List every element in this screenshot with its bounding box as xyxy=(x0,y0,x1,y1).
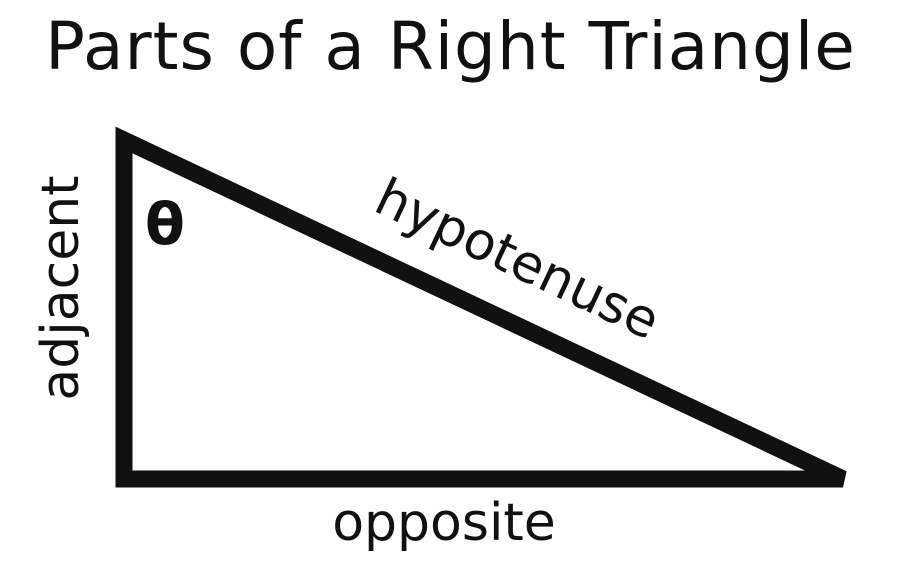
adjacent-label: adjacent xyxy=(31,175,91,400)
page-title: Parts of a Right Triangle xyxy=(45,8,856,85)
right-triangle xyxy=(115,126,847,488)
angle-theta-label: θ xyxy=(145,190,185,258)
opposite-label: opposite xyxy=(332,493,556,553)
